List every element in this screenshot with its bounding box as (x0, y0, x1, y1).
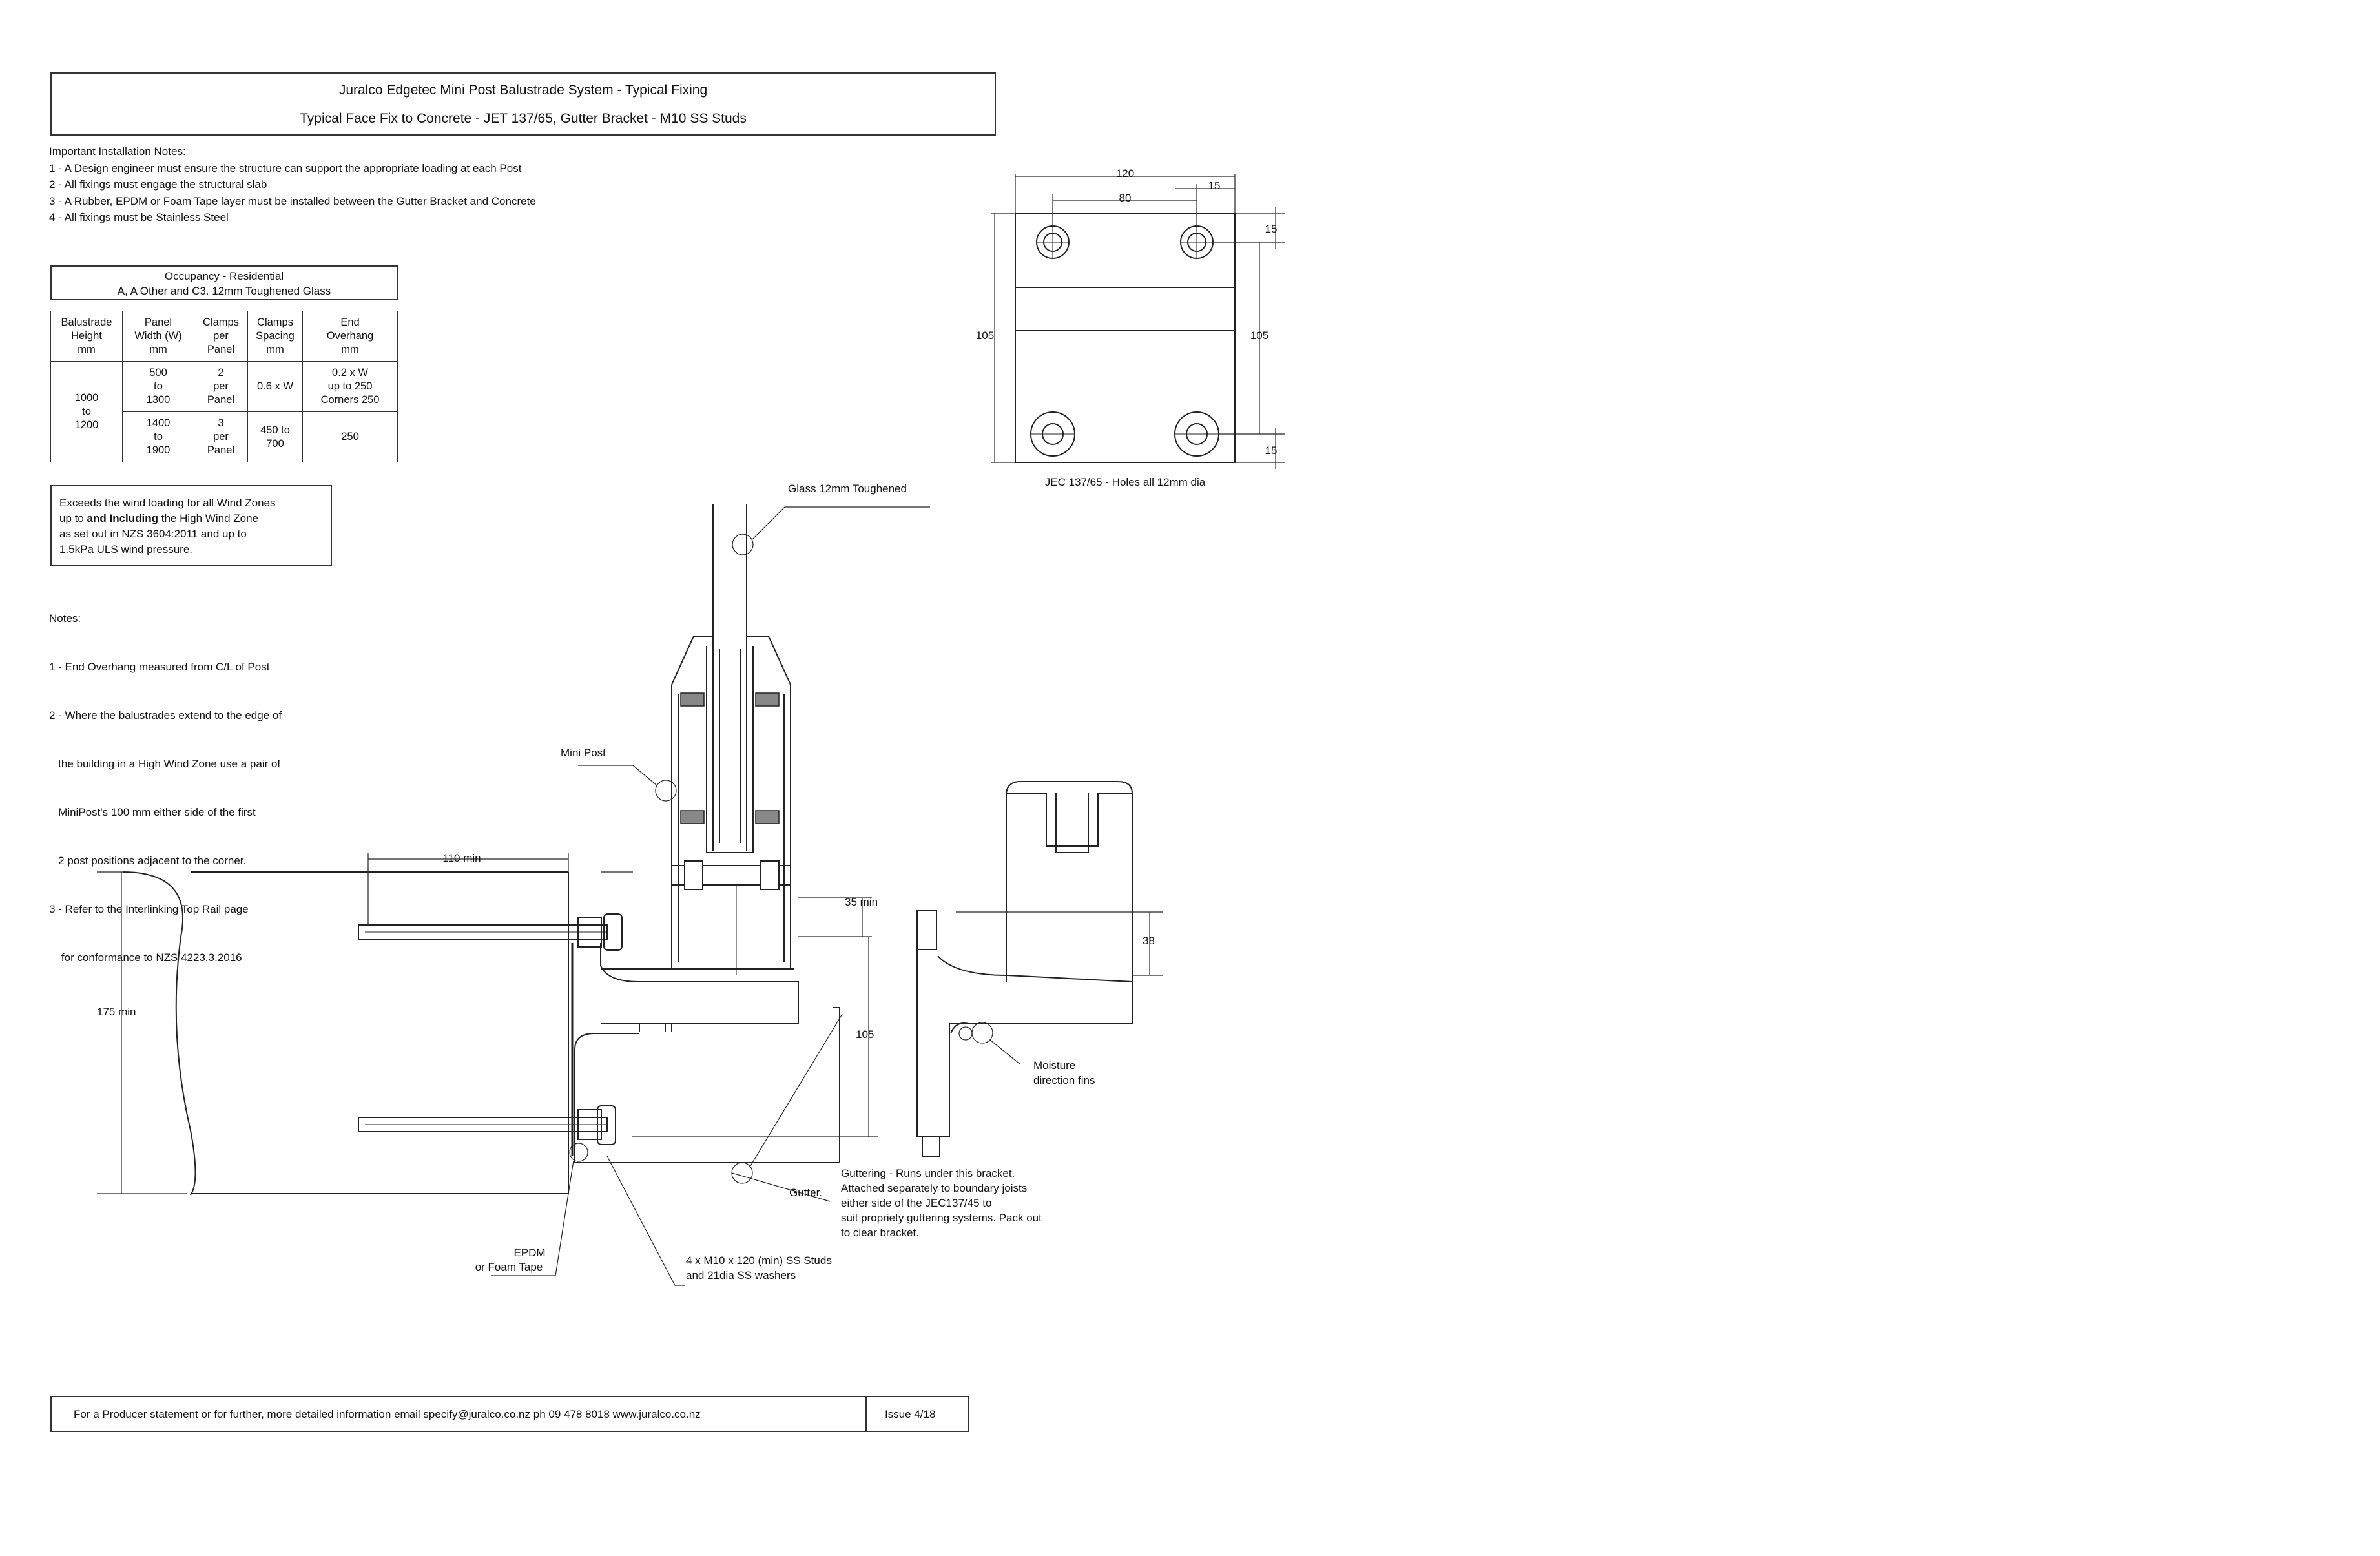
footer-divider (865, 1397, 867, 1431)
installation-note: 3 - A Rubber, EPDM or Foam Tape layer mu… (49, 194, 536, 207)
glass-label: Glass 12mm Toughened (788, 482, 907, 495)
mini-post-label: Mini Post (561, 747, 606, 759)
dim-width-label: 120 (1116, 167, 1134, 180)
bracket-plan-view (991, 174, 1285, 469)
note-line: 1 - End Overhang measured from C/L of Po… (49, 661, 270, 673)
min-175-label: 175 min (97, 1006, 136, 1018)
guttering-note: either side of the JEC137/45 to (841, 1197, 991, 1209)
notes-heading: Notes: (49, 612, 81, 625)
side-view (916, 781, 1163, 1157)
wind-note-line: Exceeds the wind loading for all Wind Zo… (59, 497, 276, 509)
mini-post-section (97, 504, 878, 1196)
installation-note: 4 - All fixings must be Stainless Steel (49, 211, 229, 223)
table-cell: 250 (302, 411, 398, 462)
gutter-label: Gutter. (789, 1187, 822, 1199)
dim-edge-top-label: 15 (1208, 180, 1221, 192)
issue-label: Issue 4/18 (885, 1408, 936, 1420)
note-line: for conformance to NZS 4223.3.2016 (49, 951, 242, 964)
moisture-label-line1: Moisture (1033, 1059, 1075, 1072)
guttering-note: Guttering - Runs under this bracket. (841, 1167, 1015, 1179)
note-line: the building in a High Wind Zone use a p… (49, 758, 281, 770)
occupancy-box: Occupancy - Residential A, A Other and C… (50, 265, 398, 300)
installation-notes-heading: Important Installation Notes: (49, 145, 186, 158)
dim-height-left-label: 105 (976, 329, 994, 342)
dim-edge-right-label: 15 (1265, 223, 1278, 235)
occupancy-line: Occupancy - Residential (164, 270, 284, 282)
studs-label-line2: and 21dia SS washers (686, 1269, 796, 1281)
installation-note: 1 - A Design engineer must ensure the st… (49, 161, 522, 174)
epdm-label-line2: or Foam Tape (475, 1261, 543, 1273)
bracket-plan-caption: JEC 137/65 - Holes all 12mm dia (1045, 476, 1206, 488)
guttering-note: suit propriety guttering systems. Pack o… (841, 1212, 1042, 1224)
studs-label-line1: 4 x M10 x 120 (min) SS Studs (686, 1254, 832, 1267)
dim-height-right-label: 105 (1250, 329, 1268, 342)
dim-edge-bottom-label: 15 (1265, 444, 1278, 457)
guttering-note: Attached separately to boundary joists (841, 1182, 1027, 1194)
note-line: MiniPost's 100 mm either side of the fir… (49, 806, 256, 818)
contact-info: For a Producer statement or for further,… (74, 1408, 701, 1420)
min-110-label: 110 min (442, 852, 481, 864)
wind-note-line: 1.5kPa ULS wind pressure. (59, 543, 192, 555)
min-35-label: 35 min (845, 896, 878, 908)
wind-note-line: as set out in NZS 3604:2011 and up to (59, 528, 247, 540)
wind-loading-note: Exceeds the wind loading for all Wind Zo… (50, 485, 332, 566)
dim-38-label: 38 (1143, 935, 1155, 947)
footer: For a Producer statement or for further,… (50, 1396, 969, 1432)
note-line: 2 - Where the balustrades extend to the … (49, 709, 282, 721)
title-block: Juralco Edgetec Mini Post Balustrade Sys… (50, 72, 996, 136)
note-line: 2 post positions adjacent to the corner. (49, 855, 247, 867)
occupancy-line: A, A Other and C3. 12mm Toughened Glass (117, 285, 331, 297)
moisture-label-line2: direction fins (1033, 1074, 1095, 1086)
epdm-label-line1: EPDM (513, 1247, 545, 1259)
installation-note: 2 - All fixings must engage the structur… (49, 178, 267, 191)
dim-105-label: 105 (856, 1028, 874, 1041)
notes: Notes: 1 - End Overhang measured from C/… (49, 578, 282, 982)
wind-note-line: up to and Including the High Wind Zone (59, 512, 259, 524)
leader-lines (491, 506, 1021, 1286)
page-subtitle: Typical Face Fix to Concrete - JET 137/6… (300, 111, 747, 126)
note-line: 3 - Refer to the Interlinking Top Rail p… (49, 903, 249, 915)
guttering-note: to clear bracket. (841, 1227, 919, 1239)
dim-hole-spacing-label: 80 (1119, 192, 1132, 204)
installation-notes: Important Installation Notes: 1 - A Desi… (49, 143, 536, 226)
page-title: Juralco Edgetec Mini Post Balustrade Sys… (338, 83, 708, 98)
